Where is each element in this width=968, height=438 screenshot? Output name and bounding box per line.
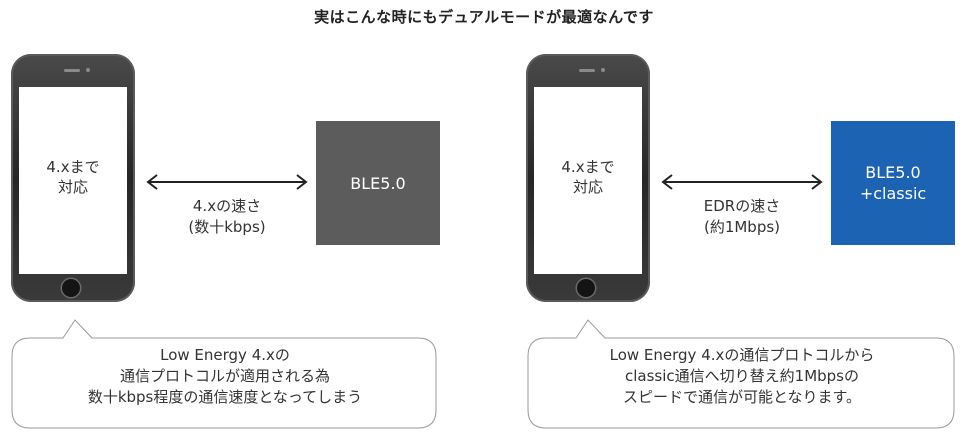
- phone-support-label: 4.xまで 対応: [46, 158, 100, 196]
- phone-screen: 4.xまで 対応: [534, 87, 642, 274]
- bubble-text-left: Low Energy 4.xの 通信プロトコルが適用される為 数十kbps程度の…: [87, 346, 363, 406]
- home-button-icon: [577, 279, 595, 297]
- page-title: 実はこんな時にもデュアルモードが最適なんです: [314, 8, 654, 26]
- camera-icon: [601, 68, 605, 72]
- home-button-icon: [62, 279, 80, 297]
- camera-icon: [86, 68, 90, 72]
- smartphone-left: 4.xまで 対応: [11, 54, 135, 302]
- speed-label-left: 4.xの速さ (数十kbps): [188, 197, 266, 236]
- speech-bubble-left: [11, 319, 437, 429]
- smartphone-right: 4.xまで 対応: [526, 54, 650, 302]
- speech-bubble-right: [527, 319, 955, 429]
- device-box-ble50-classic: BLE5.0 +classic: [831, 121, 955, 245]
- speaker-icon: [64, 69, 80, 72]
- double-arrow-icon: [146, 174, 308, 190]
- phone-screen: 4.xまで 対応: [19, 87, 127, 274]
- double-arrow-icon: [661, 174, 823, 190]
- speaker-icon: [579, 69, 595, 72]
- device-box-ble50: BLE5.0: [316, 121, 440, 245]
- bubble-text-right: Low Energy 4.xの通信プロトコルから classic通信へ切り替え約…: [609, 346, 875, 406]
- speed-label-right: EDRの速さ (約1Mbps): [703, 197, 781, 236]
- phone-support-label: 4.xまで 対応: [561, 158, 615, 196]
